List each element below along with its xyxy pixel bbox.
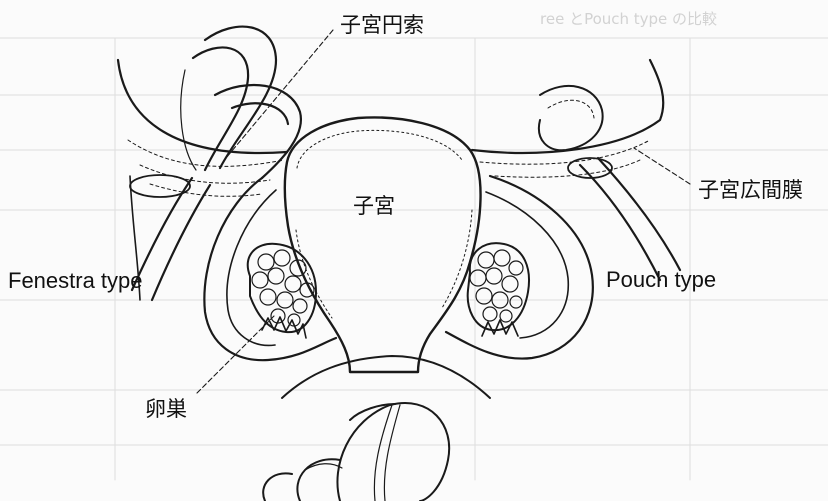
broad-ligament-label: 子宮広間膜	[698, 174, 803, 204]
leader-round-ligament	[226, 30, 333, 158]
peritoneal-arc	[282, 356, 490, 398]
bowel	[263, 403, 449, 501]
uterus-label: 子宮	[353, 190, 395, 220]
pouch-type-label: Pouch type	[606, 267, 716, 293]
right-round-ligament	[568, 158, 680, 280]
bleed-through-grid	[0, 38, 828, 480]
leader-broad-ligament	[634, 148, 690, 184]
fenestra-type-label: Fenestra type	[8, 268, 143, 294]
right-broad-ligament	[446, 60, 663, 359]
round-ligament-label: 子宮円索	[340, 9, 424, 39]
left-fallopian-tube	[181, 27, 301, 178]
ovary-label: 卵巣	[145, 393, 187, 423]
left-ovary	[248, 244, 316, 338]
right-ovary	[468, 243, 529, 336]
